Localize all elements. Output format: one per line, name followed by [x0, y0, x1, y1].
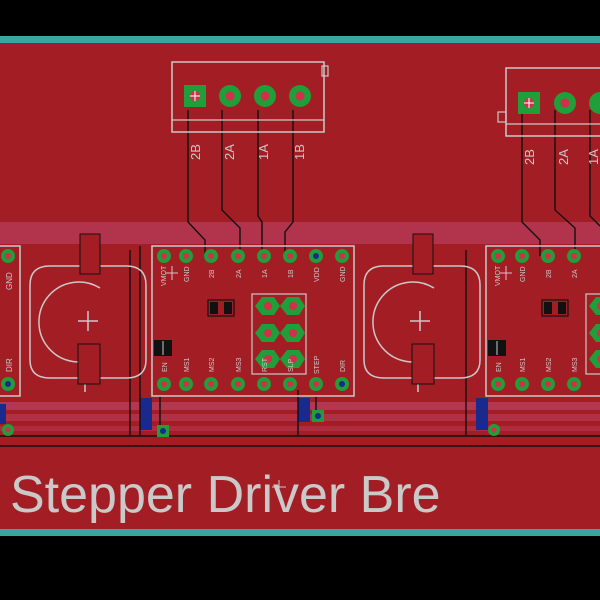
pin-label-2b: 2B	[522, 149, 537, 165]
board-edge-bottom	[0, 529, 600, 536]
driver-label-slp: SLP	[288, 358, 295, 372]
capacitor-right-pads	[411, 233, 435, 385]
capacitor-left[interactable]	[29, 248, 147, 392]
driver-module-left[interactable]: VMOT GND 2B 2A 1A 1B VDD GND EN MS1 MS2 …	[151, 245, 355, 397]
driver-label-step: STEP	[314, 355, 321, 374]
driver-label-gnd: GND	[520, 266, 527, 282]
driver-label-2a: 2A	[572, 269, 579, 278]
board-edge-top	[0, 36, 600, 43]
driver-label-2b: 2B	[546, 269, 553, 278]
board-title-text: Stepper Driver Bre	[10, 466, 441, 524]
driver-top-pads	[157, 249, 349, 263]
pin-label-1a: 1A	[256, 144, 271, 160]
driver-label-vmot: VMOT	[495, 265, 502, 286]
driver-label-rst: RST	[262, 357, 269, 372]
driver-module-right[interactable]: VMOT GND 2B 2A EN MS1 MS2 MS3	[485, 245, 600, 397]
driver-label-dir: DIR	[340, 360, 347, 372]
driver-label-ms2: MS2	[546, 358, 553, 373]
driver-label-ms3: MS3	[572, 358, 579, 373]
driver-label-2a: 2A	[236, 269, 243, 278]
smd-resistor[interactable]	[207, 299, 235, 317]
microstep-jumper-header[interactable]	[251, 293, 307, 375]
smd-resistor[interactable]	[541, 299, 569, 317]
pin-label-1a: 1A	[586, 149, 600, 165]
vias	[2, 410, 500, 437]
smd-capacitor[interactable]	[154, 340, 172, 356]
motor-connector-right[interactable]: 2B 2A 1A	[497, 67, 600, 165]
top-copper-traces	[0, 110, 600, 447]
driver-label-gnd: GND	[340, 266, 347, 282]
driver-label-en: EN	[496, 362, 503, 372]
driver-label-gnd: GND	[184, 266, 191, 282]
driver-label-dir: DIR	[5, 358, 14, 372]
capacitor-left-pads	[77, 233, 101, 385]
driver-label-ms1: MS1	[184, 358, 191, 373]
mask-band-top	[0, 222, 600, 244]
driver-label-1b: 1B	[288, 269, 295, 278]
connector-pad[interactable]	[589, 92, 600, 114]
pin-label-2a: 2A	[556, 149, 571, 165]
driver-label-vmot: VMOT	[161, 265, 168, 286]
origin-cross	[272, 480, 286, 494]
mask-band-bottom-3	[0, 426, 600, 431]
driver-bottom-pads	[157, 377, 349, 391]
driver-label-en: EN	[162, 362, 169, 372]
driver-label-ms2: MS2	[209, 358, 216, 373]
pin-label-2b: 2B	[188, 144, 203, 160]
board-substrate	[0, 36, 600, 536]
driver-label-1a: 1A	[262, 269, 269, 278]
motor-connector-left[interactable]: 2B 2A 1A 1B	[171, 61, 329, 160]
driver-label-ms3: MS3	[236, 358, 243, 373]
driver-label-ms1: MS1	[520, 358, 527, 373]
microstep-jumper-header[interactable]	[585, 293, 600, 375]
pin-label-2a: 2A	[222, 144, 237, 160]
driver-label-gnd: GND	[5, 272, 14, 290]
smd-capacitor[interactable]	[488, 340, 506, 356]
driver-label-2b: 2B	[209, 269, 216, 278]
driver-module-edge[interactable]: GND DIR	[0, 245, 21, 397]
bottom-copper-traces	[0, 398, 488, 430]
pin-label-1b: 1B	[292, 144, 307, 160]
driver-label-vdd: VDD	[314, 267, 321, 282]
